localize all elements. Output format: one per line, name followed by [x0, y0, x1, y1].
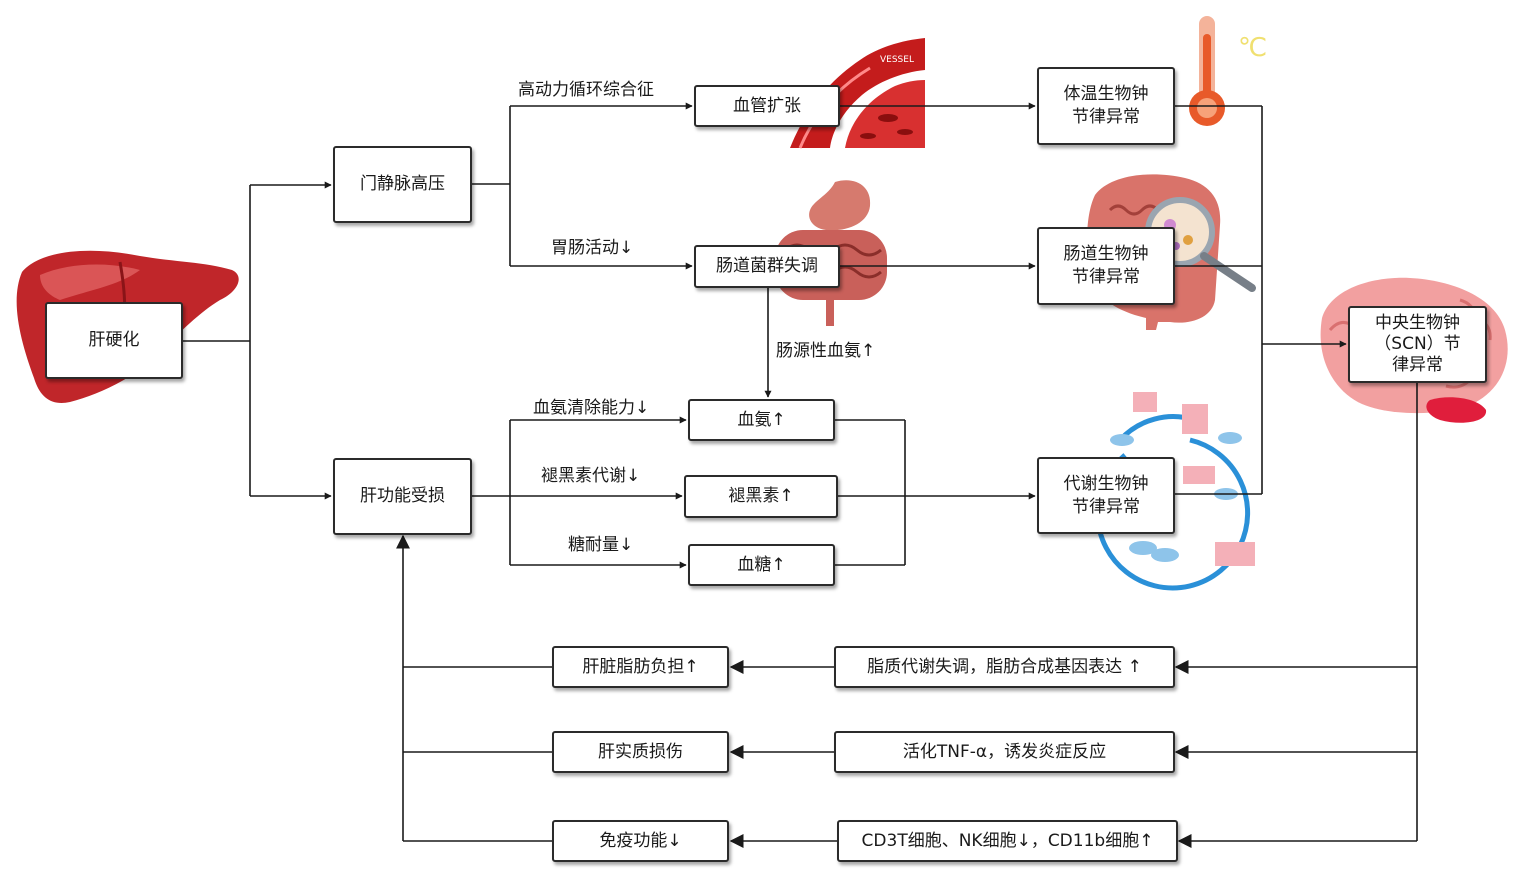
node-scn-clock-line3: 律异常 [1392, 355, 1443, 376]
node-immune-down: 免疫功能↓ [552, 820, 729, 862]
node-portal-hypertension-text: 门静脉高压 [360, 174, 445, 195]
node-immune-down-text: 免疫功能↓ [599, 830, 682, 851]
node-gut-dysbiosis-text: 肠道菌群失调 [716, 256, 818, 277]
node-melatonin-text: 褪黑素↑ [728, 486, 794, 507]
node-tnf-inflammation-text: 活化TNF-α，诱发炎症反应 [902, 741, 1107, 762]
node-temp-clock-line1: 体温生物钟 [1063, 84, 1149, 105]
node-ammonia: 血氨↑ [688, 399, 835, 441]
node-metabolic-clock: 代谢生物钟 节律异常 [1037, 457, 1175, 534]
node-temp-clock-line2: 节律异常 [1072, 107, 1140, 127]
node-scn-clock-line2: （SCN）节 [1374, 333, 1461, 354]
node-liver-fat-burden-text: 肝脏脂肪负担↑ [582, 656, 699, 677]
node-scn-clock: 中央生物钟 （SCN）节 律异常 [1348, 306, 1487, 383]
label-enterogenic-ammonia: 肠源性血氨↑ [776, 341, 876, 361]
node-portal-hypertension: 门静脉高压 [333, 146, 472, 223]
node-gut-clock-line1: 肠道生物钟 [1063, 244, 1149, 265]
vessel-label: VESSEL [880, 55, 914, 65]
node-lipid-dysregulation: 脂质代谢失调，脂肪合成基因表达 ↑ [834, 646, 1175, 688]
node-tnf-inflammation: 活化TNF-α，诱发炎症反应 [834, 731, 1175, 773]
thermometer-illustration: ℃ [1189, 16, 1267, 126]
node-melatonin: 褪黑素↑ [684, 475, 838, 518]
label-gi-motility: 胃肠活动↓ [551, 238, 634, 258]
celsius-sign: ℃ [1238, 33, 1267, 63]
node-metabolic-clock-line1: 代谢生物钟 [1063, 473, 1149, 494]
node-cd-cells: CD3T细胞、NK细胞↓，CD11b细胞↑ [837, 820, 1178, 862]
node-parenchyma-injury-text: 肝实质损伤 [598, 741, 683, 762]
node-gut-clock-line2: 节律异常 [1072, 267, 1140, 287]
node-glucose-text: 血糖↑ [737, 554, 786, 575]
node-temp-clock: 体温生物钟 节律异常 [1037, 67, 1175, 145]
node-gut-clock: 肠道生物钟 节律异常 [1037, 227, 1175, 305]
node-liver-cirrhosis: 肝硬化 [45, 302, 183, 379]
node-vasodilation-text: 血管扩张 [733, 95, 801, 116]
node-scn-clock-line1: 中央生物钟 [1375, 312, 1460, 333]
node-liver-cirrhosis-text: 肝硬化 [88, 330, 140, 351]
node-lipid-dysregulation-text: 脂质代谢失调，脂肪合成基因表达 ↑ [867, 656, 1142, 677]
connectors [183, 102, 1418, 848]
node-liver-damage-text: 肝功能受损 [360, 486, 445, 507]
label-hyperdynamic: 高动力循环综合征 [518, 80, 654, 100]
label-glucose-tolerance: 糖耐量↓ [568, 535, 634, 555]
node-ammonia-text: 血氨↑ [737, 409, 786, 430]
node-liver-fat-burden: 肝脏脂肪负担↑ [552, 646, 729, 688]
node-cd-cells-text: CD3T细胞、NK细胞↓，CD11b细胞↑ [861, 830, 1154, 851]
node-liver-damage: 肝功能受损 [333, 458, 472, 535]
label-ammonia-clearance: 血氨清除能力↓ [533, 398, 650, 418]
label-melatonin-metabolism: 褪黑素代谢↓ [541, 466, 641, 486]
node-vasodilation: 血管扩张 [694, 85, 840, 127]
node-metabolic-clock-line2: 节律异常 [1072, 496, 1140, 517]
node-parenchyma-injury: 肝实质损伤 [552, 731, 729, 773]
node-gut-dysbiosis: 肠道菌群失调 [694, 245, 840, 288]
node-glucose: 血糖↑ [688, 544, 835, 586]
metabolic-cycle-illustration [1095, 392, 1255, 591]
